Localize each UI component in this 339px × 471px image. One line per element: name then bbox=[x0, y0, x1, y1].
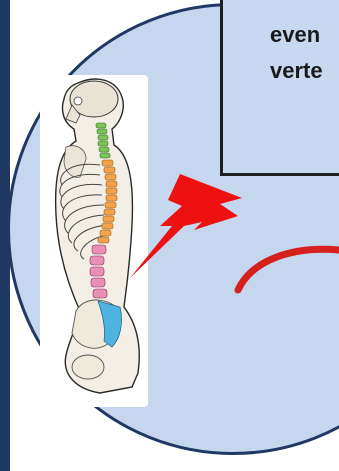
caption-box: even verte bbox=[220, 0, 339, 176]
lightning-bolt-icon bbox=[124, 170, 244, 285]
caption-line-2: verte bbox=[270, 58, 323, 84]
curved-arrow-icon bbox=[232, 238, 339, 298]
caption-line-1: even bbox=[270, 22, 320, 48]
